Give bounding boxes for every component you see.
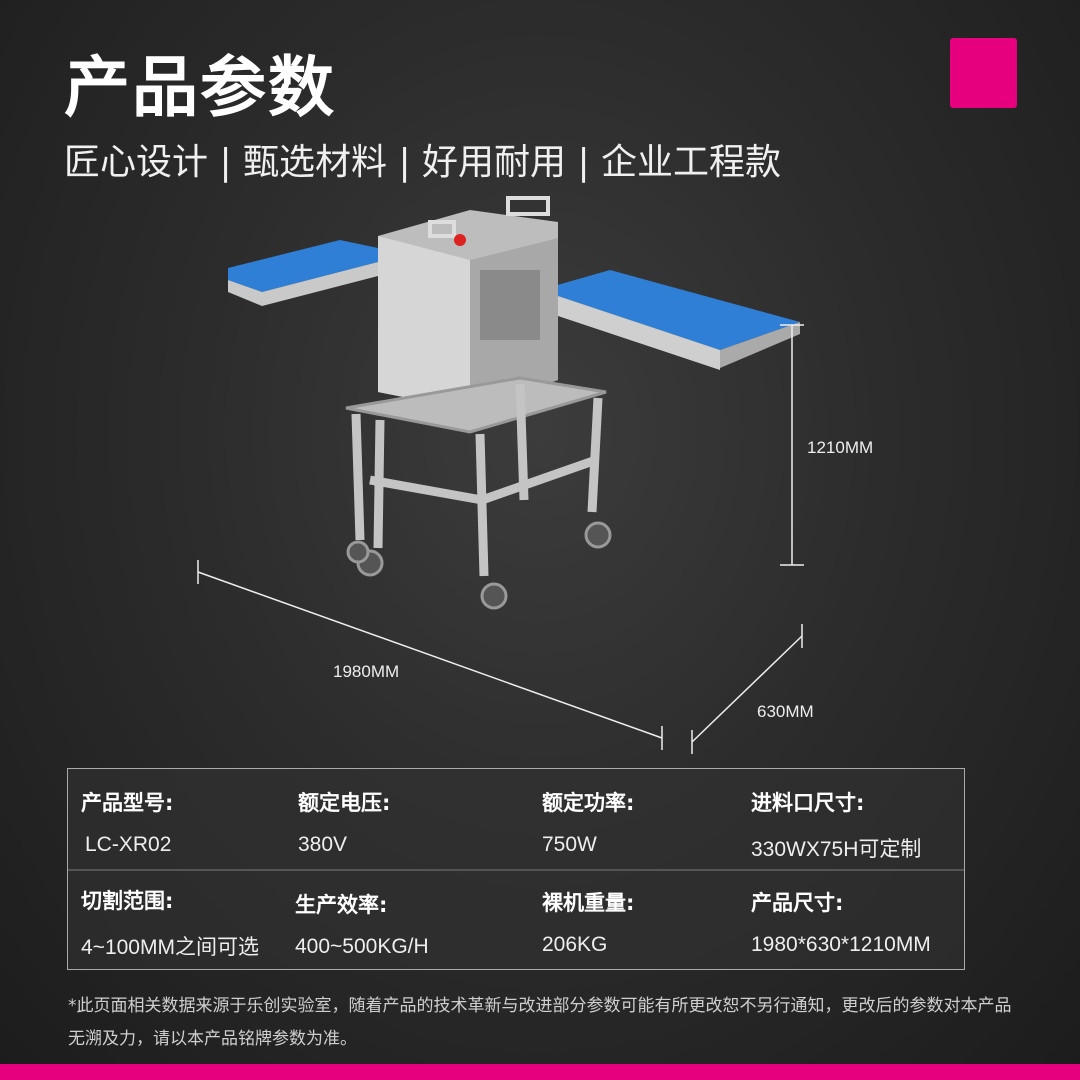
caster-wheels xyxy=(346,521,612,610)
spec-voltage: 额定电压: 380V xyxy=(298,787,390,857)
spec-product-size: 产品尺寸: 1980*630*1210MM xyxy=(751,887,931,957)
spec-label: 额定功率: xyxy=(542,791,635,815)
spec-row: 产品型号: LC-XR02 额定电压: 380V 额定功率: 750W 进料口尺寸: 3… xyxy=(68,769,964,869)
width-dimension-label: 630MM xyxy=(757,702,814,721)
disclaimer-note: *此页面相关数据来源于乐创实验室，随着产品的技术革新与改进部分参数可能有所更改恕… xyxy=(68,996,1012,1049)
spec-value: 1980*630*1210MM xyxy=(751,933,931,956)
height-dimension-label: 1210MM xyxy=(807,438,874,457)
bottom-accent-bar xyxy=(0,1064,1080,1080)
spec-label: 进料口尺寸: xyxy=(751,791,865,815)
spec-value: LC-XR02 xyxy=(85,833,172,856)
spec-table: 产品型号: LC-XR02 额定电压: 380V 额定功率: 750W 进料口尺寸: 3… xyxy=(67,768,965,970)
length-dimension-label: 1980MM xyxy=(333,662,400,681)
page-title: 产品参数 xyxy=(64,49,336,126)
spec-value: 4~100MM之间可选 xyxy=(81,936,259,959)
brand-accent-square xyxy=(950,38,1017,108)
spec-label: 切割范围: xyxy=(81,889,174,913)
machine-body xyxy=(378,196,558,410)
spec-value: 380V xyxy=(298,833,348,856)
spec-power: 额定功率: 750W xyxy=(542,787,634,857)
spec-label: 生产效率: xyxy=(295,893,388,917)
dimension-lines xyxy=(197,324,804,754)
stand xyxy=(345,376,607,577)
conveyor-left xyxy=(228,240,378,306)
spec-label: 额定电压: xyxy=(298,791,391,815)
spec-model: 产品型号: LC-XR02 xyxy=(81,787,173,857)
spec-label: 产品型号: xyxy=(81,791,174,815)
spec-value: 206KG xyxy=(542,933,608,956)
spec-weight: 裸机重量: 206KG xyxy=(542,887,634,957)
spec-row: 切割范围: 4~100MM之间可选 生产效率: 400~500KG/H 裸机重量: 2… xyxy=(68,869,964,971)
spec-label: 裸机重量: xyxy=(542,891,635,915)
spec-cut-range: 切割范围: 4~100MM之间可选 xyxy=(81,885,259,961)
spec-efficiency: 生产效率: 400~500KG/H xyxy=(295,889,429,959)
spec-value: 400~500KG/H xyxy=(295,935,429,958)
conveyor-right xyxy=(540,270,800,370)
spec-inlet-size: 进料口尺寸: 330WX75H可定制 xyxy=(751,787,921,863)
spec-value: 330WX75H可定制 xyxy=(751,838,922,861)
spec-label: 产品尺寸: xyxy=(751,891,844,915)
page-subtitle: 匠心设计 | 甄选材料 | 好用耐用 | 企业工程款 xyxy=(64,142,782,183)
spec-value: 750W xyxy=(542,833,597,856)
